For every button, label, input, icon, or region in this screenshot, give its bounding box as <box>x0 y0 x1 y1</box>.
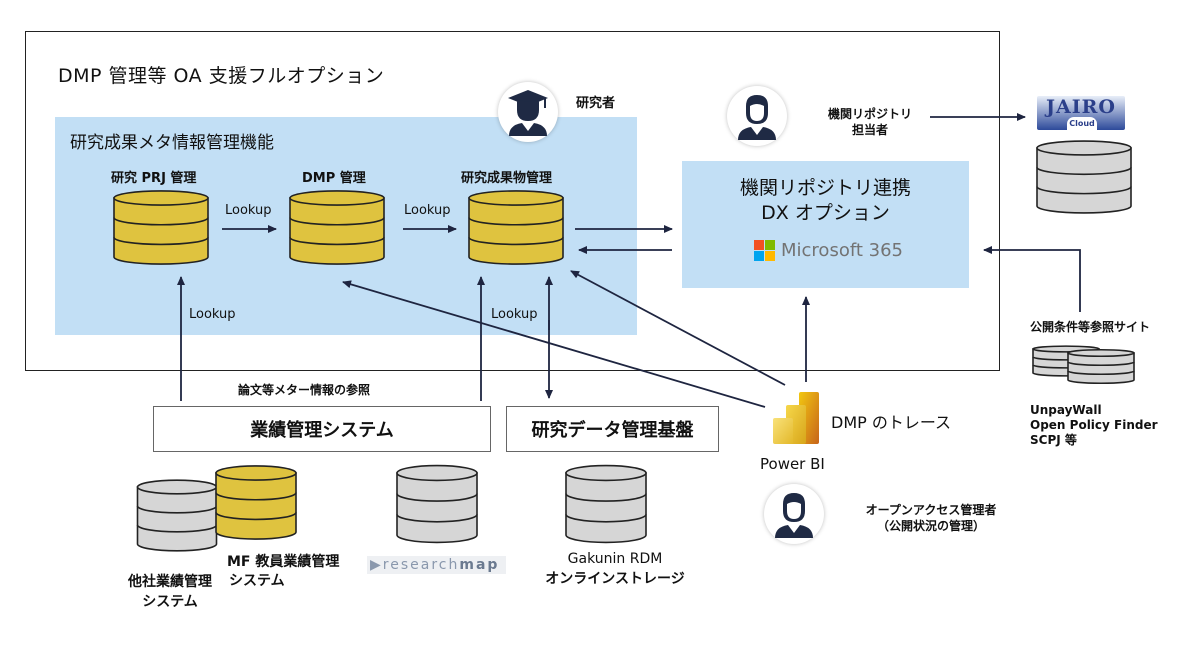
oa-sites-title: 公開条件等参照サイト <box>1030 320 1151 334</box>
arrow-powerbi-to-dmp <box>342 280 766 408</box>
oa-manager-label: オープンアクセス管理者 （公開状況の管理） <box>846 502 1016 534</box>
researcher-label: 研究者 <box>576 96 616 111</box>
other-system-label-line2: システム <box>142 594 198 610</box>
dx-title-line1: 機関リポジトリ連携 <box>739 177 911 199</box>
jairo-cloud-logo: JAIRO Cloud <box>1037 96 1125 130</box>
ms-square-yellow <box>765 251 775 261</box>
lookup-label-achievement: Lookup <box>189 307 236 322</box>
lookup-label-project-dmp: Lookup <box>225 203 272 218</box>
ms-square-green <box>765 240 775 250</box>
oa-site-unpaywall: UnpayWall <box>1030 403 1102 417</box>
microsoft-365-label: Microsoft 365 <box>781 240 903 261</box>
full-option-title: DMP 管理等 OA 支援フルオプション <box>58 65 385 87</box>
microsoft-grid-icon <box>754 240 775 261</box>
researchmap-suffix: map <box>459 557 500 573</box>
oa-manager-label-line1: オープンアクセス管理者 <box>865 503 997 517</box>
db-label-outputs: 研究成果物管理 <box>461 171 553 186</box>
dmp-trace-label: DMP のトレース <box>831 413 952 432</box>
mf-system-label-line2: システム <box>229 573 285 589</box>
oa-sites-list: UnpayWall Open Policy Finder SCPJ 等 <box>1030 403 1158 448</box>
arrow-oasites-to-dx <box>983 246 1081 312</box>
gakunin-label-line2: オンラインストレージ <box>545 571 685 587</box>
db-oa-site-2 <box>1067 348 1135 385</box>
mf-system-label: MF 教員業績管理 システム <box>227 553 339 591</box>
repository-dx-title: 機関リポジトリ連携 DX オプション <box>682 176 969 226</box>
db-other-achievement <box>136 479 218 552</box>
ms-square-red <box>754 240 764 250</box>
meta-reference-label: 論文等メター情報の参照 <box>238 383 371 397</box>
repo-staff-avatar <box>727 86 787 146</box>
achievement-system-box: 業績管理システム <box>153 406 491 452</box>
researcher-avatar <box>498 82 558 142</box>
researchmap-logo: ▶researchmap <box>367 556 506 574</box>
arrow-powerbi-to-outputs <box>570 270 786 386</box>
db-research-project <box>113 190 209 265</box>
oa-site-open-policy-finder: Open Policy Finder <box>1030 418 1158 432</box>
oa-manager-avatar <box>764 484 824 544</box>
person-icon <box>775 493 813 538</box>
db-label-project: 研究 PRJ 管理 <box>111 171 197 186</box>
person-icon <box>738 95 776 140</box>
oa-site-scpj: SCPJ 等 <box>1030 433 1077 447</box>
gakunin-label: Gakunin RDM オンラインストレージ <box>520 549 710 589</box>
jairo-cloud-label: Cloud <box>1067 117 1097 130</box>
meta-management-title: 研究成果メタ情報管理機能 <box>70 133 274 153</box>
graduate-icon <box>508 90 548 136</box>
ms-square-blue <box>754 251 764 261</box>
gakunin-label-line1: Gakunin RDM <box>567 551 663 567</box>
other-system-label: 他社業績管理 システム <box>115 572 225 612</box>
lookup-label-dmp-outputs: Lookup <box>404 203 451 218</box>
researchmap-prefix: research <box>382 557 460 573</box>
microsoft-365-logo: Microsoft 365 <box>754 240 903 261</box>
db-jairo <box>1036 140 1132 214</box>
other-system-label-line1: 他社業績管理 <box>128 574 212 590</box>
lookup-label-rdm: Lookup <box>491 307 538 322</box>
repo-staff-label: 機関リポジトリ 担当者 <box>810 106 930 138</box>
db-research-outputs <box>468 190 564 265</box>
research-data-platform-box: 研究データ管理基盤 <box>506 406 719 452</box>
repo-staff-label-line1: 機関リポジトリ <box>827 107 912 121</box>
jairo-logo-text: JAIRO <box>1046 96 1116 118</box>
dx-title-line2: DX オプション <box>761 202 890 224</box>
db-gakunin-rdm <box>565 464 647 544</box>
repository-dx-panel <box>682 161 969 288</box>
mf-system-label-line1: MF 教員業績管理 <box>227 554 340 570</box>
db-dmp <box>289 190 385 265</box>
db-researchmap <box>396 464 478 544</box>
powerbi-label: Power BI <box>760 455 825 473</box>
db-mf-achievement <box>215 465 297 540</box>
researchmap-triangle-icon: ▶ <box>370 557 383 573</box>
powerbi-icon <box>773 392 819 444</box>
oa-manager-label-line2: （公開状況の管理） <box>876 519 985 533</box>
db-label-dmp: DMP 管理 <box>302 171 366 186</box>
repo-staff-label-line2: 担当者 <box>851 123 888 137</box>
